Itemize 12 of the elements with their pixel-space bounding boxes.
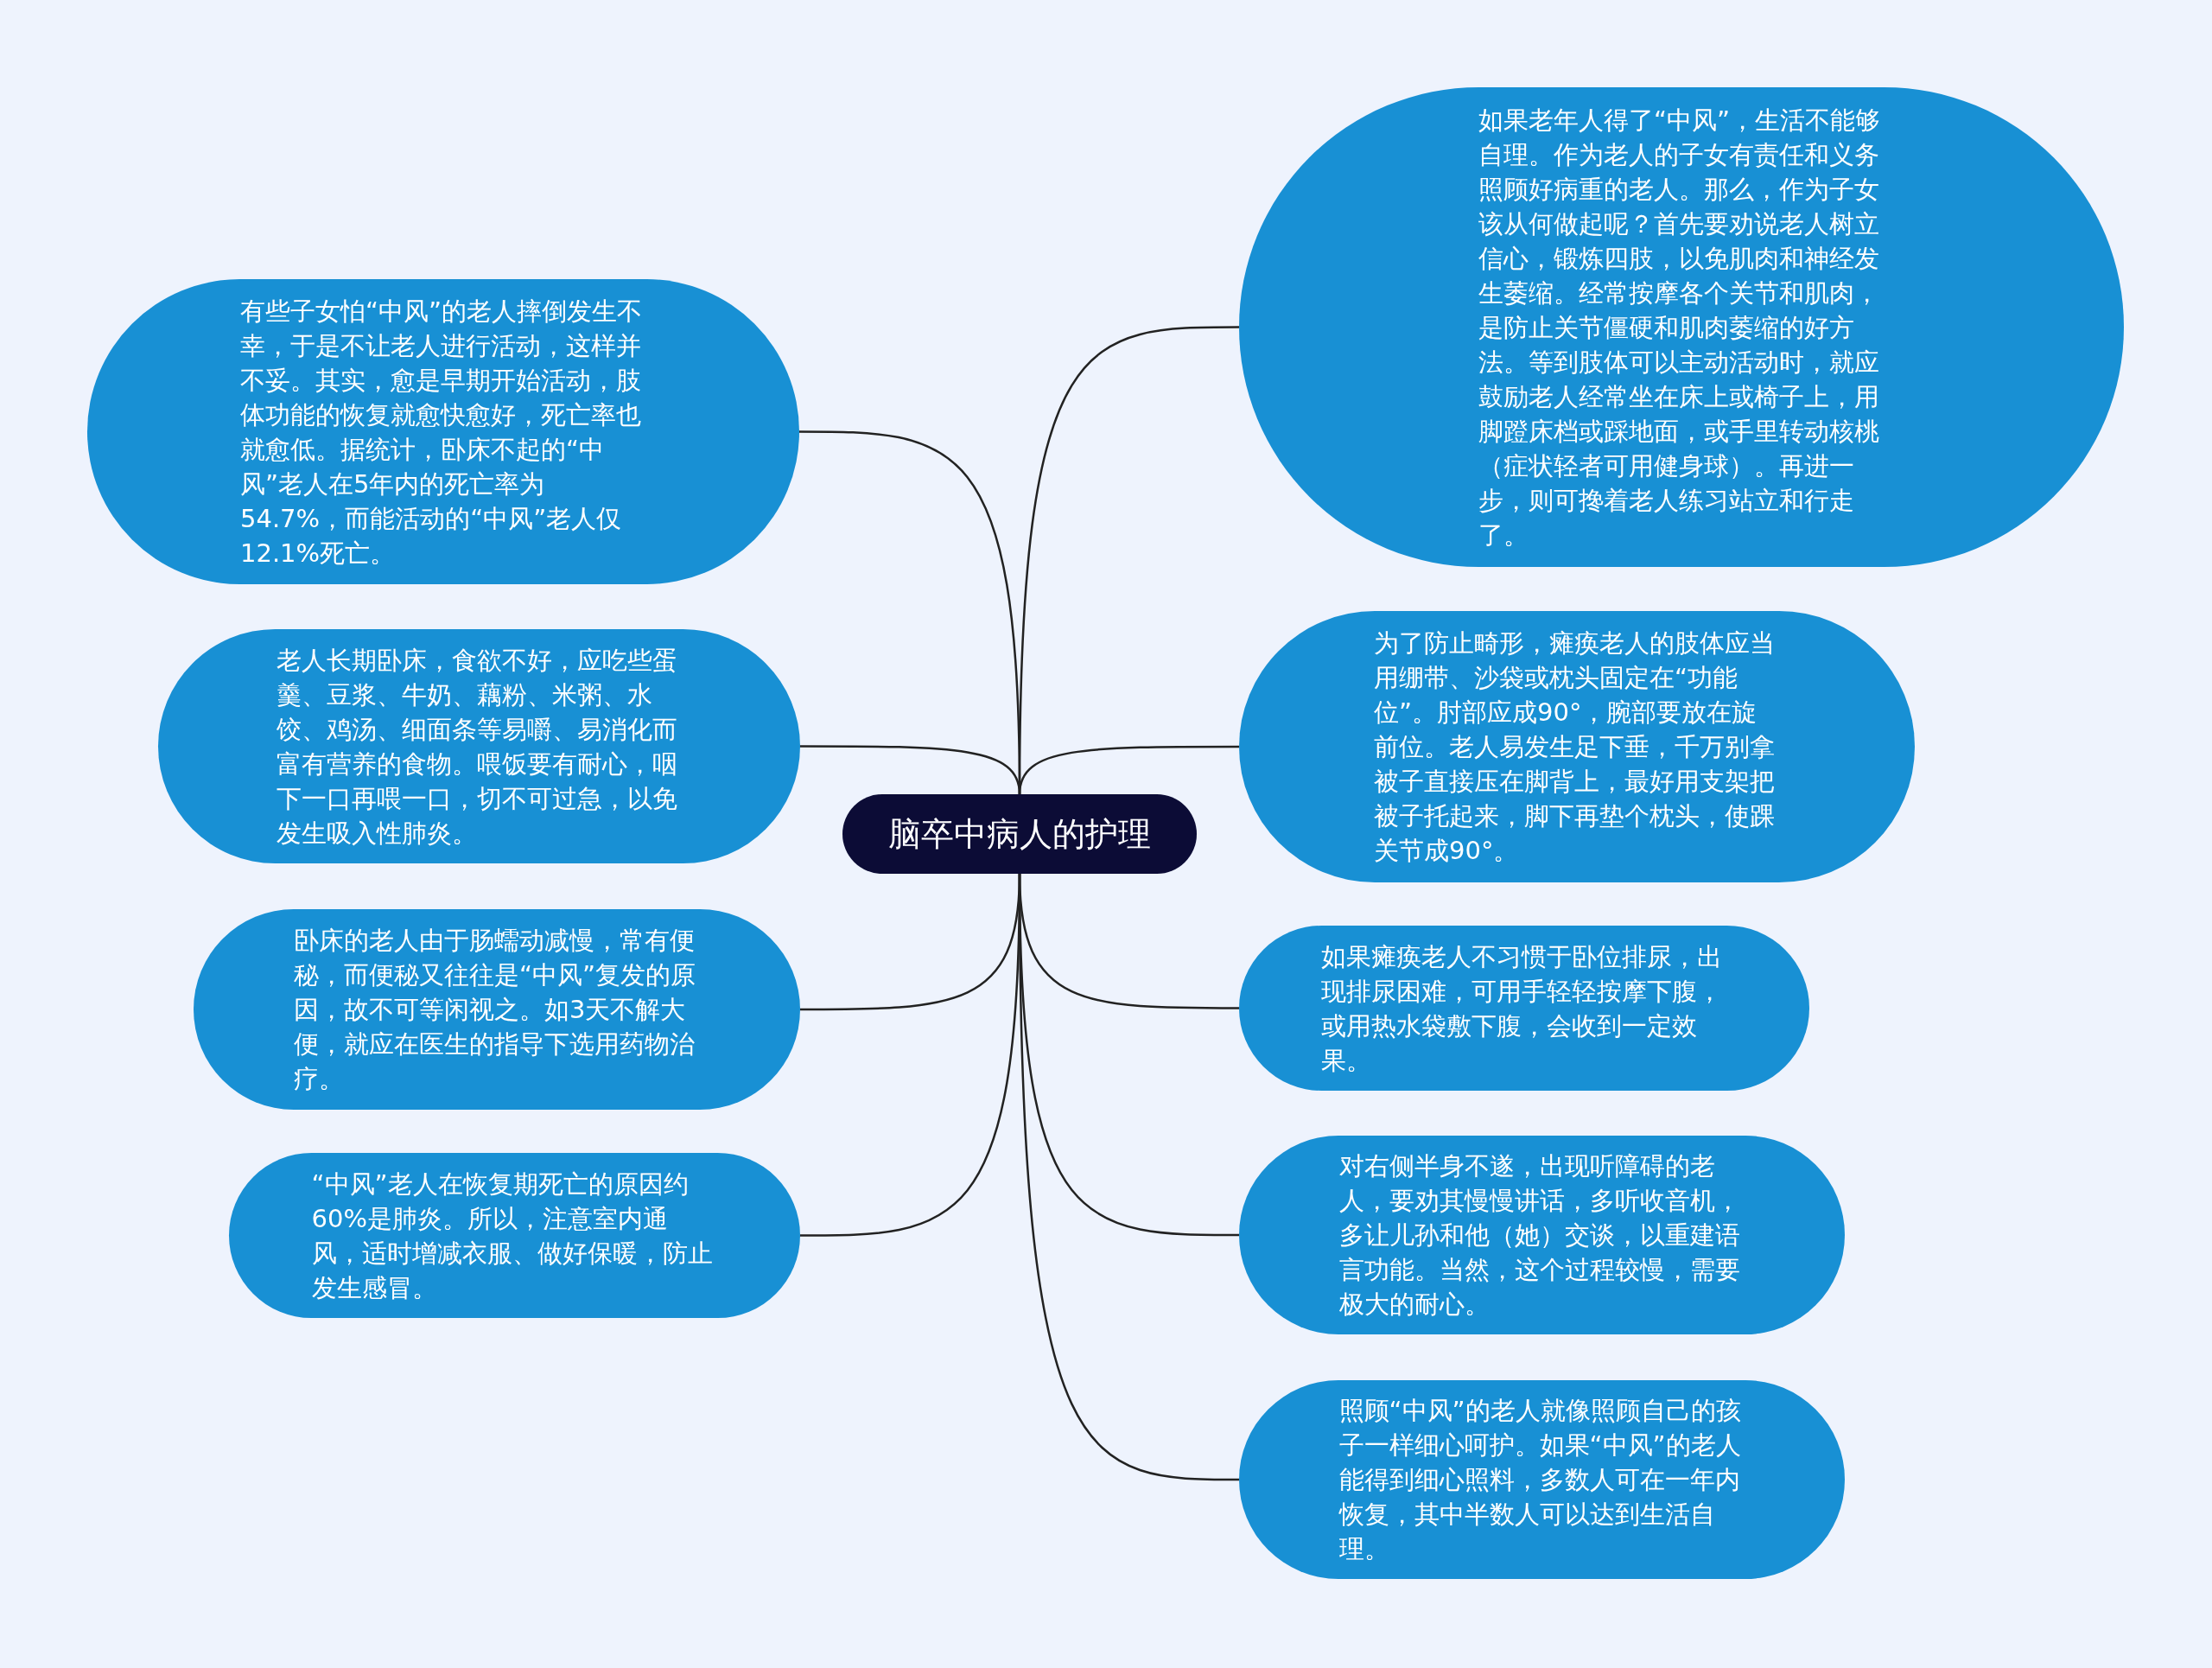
topic-text: 照顾“中风”的老人就像照顾自己的孩子一样细心呵护。如果“中风”的老人能得到细心照料，多数人可在一年内恢复，其中半数人可以达到生活自理。: [1338, 1395, 1742, 1565]
central-topic-text: 脑卒中病人的护理: [888, 814, 1151, 855]
topic-text: 老人长期卧床，食欲不好，应吃些蛋羹、豆浆、牛奶、藕粉、米粥、水饺、鸡汤、细面条等易嚼、易消化而富有营养的食物。喂饭要有耐心，咽下一口再喂一口，切不可过急，以免发生吸入性肺炎。: [276, 644, 678, 850]
topic-text: 为了防止畸形，瘫痪老人的肢体应当用绷带、沙袋或枕头固定在“功能位”。肘部应成90°，腕部要放在旋前位。老人易发生足下垂，千万别拿被子直接压在脚背上，最好用支架把被子托起来，脚下再垫个枕头，使踝关节成90°。: [1374, 627, 1776, 867]
topic-text: 对右侧半身不遂，出现听障碍的老人，要劝其慢慢讲话，多听收音机，多让儿孙和他（她）交谈，以重建语言功能。当然，这个过程较慢，需要极大的耐心。: [1338, 1150, 1741, 1321]
topic-text: 如果瘫痪老人不习惯于卧位排尿，出现排尿困难，可用手轻轻按摩下腹，或用热水袋敷下腹，会收到一定效果。: [1321, 940, 1723, 1077]
connector: [1018, 745, 1239, 795]
connector: [1018, 874, 1239, 1481]
topic-text: 有些子女怕“中风”的老人摔倒发生不幸，于是不让老人进行活动，这样并不妥。其实，愈是早期开始活动，肢体功能的恢复就愈快愈好，死亡率也就愈低。据统计，卧床不起的“中风”老人在5年内的死亡率为54.7%，而能活动的“中风”老人仅12.1%死亡。: [240, 295, 644, 570]
topic-text: 卧床的老人由于肠蠕动减慢，常有便秘，而便秘又往往是“中风”复发的原因，故不可等闲视之。如3天不解大便，就应在医生的指导下选用药物治疗。: [294, 925, 697, 1095]
topic-text: 如果老年人得了“中风”，生活不能够自理。作为老人的子女有责任和义务照顾好病重的老人。那么，作为子女该从何做起呢？首先要劝说老人树立信心，锻炼四肢，以免肌肉和神经发生萎缩。经常按摩各个关节和肌肉，是防止关节僵硬和肌肉萎缩的好方法。等到肢体可以主动活动时，就应鼓励老人经常坐在床上或椅子上，用脚蹬床档或踩地面，或手里转动核桃（症状轻者可用健身球）。再进一步，则可搀着老人练习站立和行走了。: [1478, 104, 1882, 551]
topic-text: “中风”老人在恢复期死亡的原因约60%是肺炎。所以，注意室内通风，适时增减衣服、做好保暖，防止发生感冒。: [311, 1168, 714, 1304]
